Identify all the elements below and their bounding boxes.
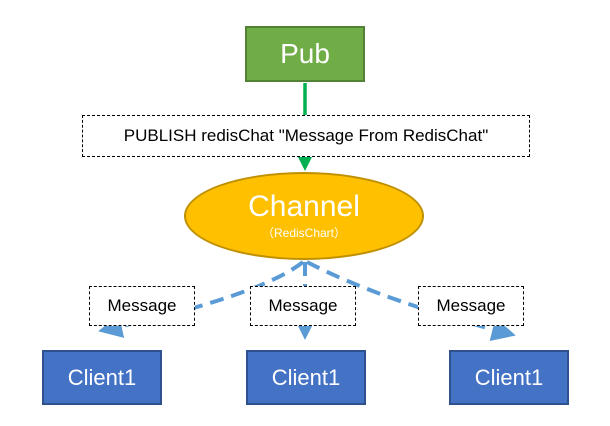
client-node-center: Client1 (246, 350, 366, 405)
publisher-node: Pub (245, 26, 365, 82)
message-label-center: Message (250, 286, 356, 326)
client-node-left: Client1 (42, 350, 162, 405)
channel-node: Channel （RedisChart） (184, 172, 424, 260)
client-node-right: Client1 (449, 350, 569, 405)
client-label: Client1 (474, 364, 544, 390)
message-arrow-left (98, 260, 305, 338)
publish-command-label: PUBLISH redisChat "Message From RedisCha… (82, 115, 530, 157)
message-label-text: Message (268, 296, 338, 315)
message-label-left: Message (89, 286, 195, 326)
publisher-label: Pub (280, 38, 330, 69)
message-label-text: Message (436, 296, 506, 315)
client-label: Client1 (67, 364, 137, 390)
client-label: Client1 (271, 364, 341, 390)
channel-subtitle: （RedisChart） (261, 226, 347, 240)
channel-title: Channel (248, 190, 360, 223)
publish-command-text: PUBLISH redisChat "Message From RedisCha… (123, 126, 489, 145)
message-label-text: Message (107, 296, 177, 315)
message-label-right: Message (418, 286, 524, 326)
